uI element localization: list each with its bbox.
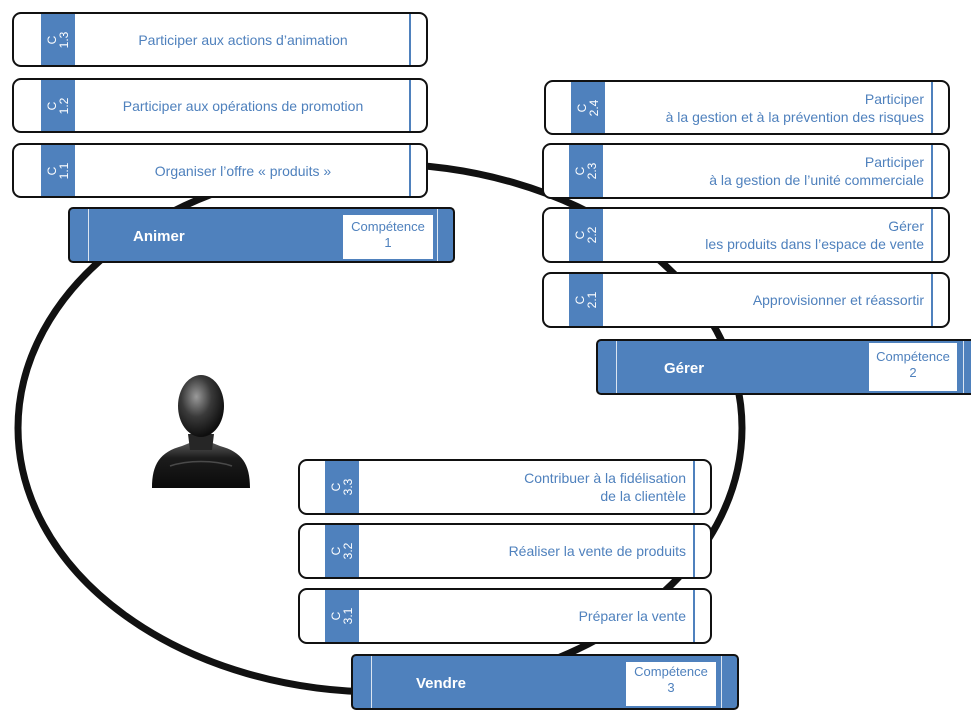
- skill-label: Réaliser la vente de produits: [508, 543, 686, 559]
- skill-code: C 1.2: [45, 97, 71, 114]
- skill-code: C 2.1: [573, 291, 599, 309]
- skill-code: C 3.2: [329, 542, 355, 560]
- skill-code: C 1.3: [45, 31, 71, 48]
- skill-card-c2-3: C 2.3 Participer à la gestion de l’unité…: [542, 143, 950, 199]
- skill-code-badge: C 2.4: [571, 82, 605, 133]
- skill-code-badge: C 2.1: [569, 274, 603, 326]
- competence-badge: Compétence 3: [626, 662, 716, 706]
- competence-header-1: Animer Compétence 1: [68, 207, 455, 263]
- skill-card-c3-1: C 3.1 Préparer la vente: [298, 588, 712, 644]
- skill-card-c2-1: C 2.1 Approvisionner et réassortir: [542, 272, 950, 328]
- skill-code-badge: C 3.2: [325, 525, 359, 577]
- skill-code: C 3.1: [329, 607, 355, 625]
- skill-label: Préparer la vente: [578, 608, 686, 624]
- skill-label: Approvisionner et réassortir: [752, 292, 924, 308]
- skill-label: Participer à la gestion et à la préventi…: [665, 90, 924, 125]
- competence-name: Animer: [133, 228, 185, 245]
- skill-card-c3-2: C 3.2 Réaliser la vente de produits: [298, 523, 712, 579]
- skill-code-badge: C 1.1: [41, 145, 75, 196]
- skill-code: C 2.2: [573, 226, 599, 244]
- skill-label: Gérer les produits dans l’espace de vent…: [705, 218, 924, 252]
- skill-label: Participer aux opérations de promotion: [122, 97, 364, 114]
- skill-card-c1-2: C 1.2 Participer aux opérations de promo…: [12, 78, 428, 133]
- competence-name: Gérer: [664, 360, 705, 377]
- competence-name: Vendre: [416, 675, 467, 692]
- skill-card-c2-2: C 2.2 Gérer les produits dans l’espace d…: [542, 207, 950, 263]
- skill-code-badge: C 3.1: [325, 590, 359, 642]
- skill-label: Participer à la gestion de l’unité comme…: [709, 154, 924, 188]
- skill-code-badge: C 1.2: [41, 80, 75, 131]
- skill-code-badge: C 2.3: [569, 145, 603, 197]
- skill-label: Organiser l’offre « produits »: [154, 162, 332, 179]
- competence-badge: Compétence 1: [343, 215, 433, 259]
- skill-code-badge: C 2.2: [569, 209, 603, 261]
- skill-card-c3-3: C 3.3 Contribuer à la fidélisation de la…: [298, 459, 712, 515]
- skill-card-c2-4: C 2.4 Participer à la gestion et à la pr…: [544, 80, 950, 135]
- skill-card-c1-3: C 1.3 Participer aux actions d’animation: [12, 12, 428, 67]
- skill-code-badge: C 1.3: [41, 14, 75, 65]
- skill-code: C 2.4: [575, 99, 601, 116]
- skill-code: C 3.3: [329, 478, 355, 496]
- user-silhouette-icon: [152, 375, 250, 488]
- skill-label: Contribuer à la fidélisation de la clien…: [524, 470, 686, 504]
- skill-code: C 2.3: [573, 162, 599, 180]
- competence-badge: Compétence 2: [869, 343, 957, 391]
- skill-code-badge: C 3.3: [325, 461, 359, 513]
- competence-header-2: Gérer Compétence 2: [596, 339, 971, 395]
- skill-label: Participer aux actions d’animation: [138, 31, 348, 48]
- skill-code: C 1.1: [45, 162, 71, 179]
- skill-card-c1-1: C 1.1 Organiser l’offre « produits »: [12, 143, 428, 198]
